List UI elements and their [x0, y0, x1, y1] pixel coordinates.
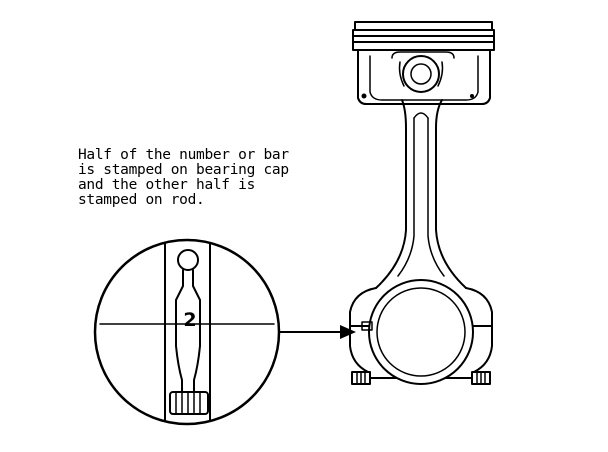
stamp-knob: [177, 249, 199, 271]
piston-pin-boss: [369, 55, 479, 101]
caption-line-2: is stamped on bearing cap: [78, 162, 289, 178]
caption-line-3: and the other half is: [78, 177, 256, 193]
stamp-mark: [361, 321, 373, 331]
detail-magnifier: [93, 238, 281, 426]
connecting-rod-big-end: [349, 279, 493, 385]
piston-ring-3: [352, 41, 495, 51]
leader-arrow: [269, 325, 356, 339]
caption-line-4: stamped on rod.: [78, 192, 205, 208]
connecting-rod-beam: [375, 99, 467, 289]
stamp-number: 2: [183, 309, 197, 331]
detail-circle: [93, 238, 281, 426]
detail-bolt-head: [169, 391, 209, 415]
caption: Half of the number or bar is stamped on …: [78, 148, 289, 208]
bearing-bore-inner: [376, 287, 466, 377]
piston-crown: [354, 21, 493, 31]
piston-pin-inner: [410, 63, 432, 85]
piston: [352, 21, 495, 105]
bearing-bore-outer: [368, 279, 474, 385]
piston-pin-outer: [402, 55, 440, 93]
caption-line-1: Half of the number or bar: [78, 147, 289, 163]
